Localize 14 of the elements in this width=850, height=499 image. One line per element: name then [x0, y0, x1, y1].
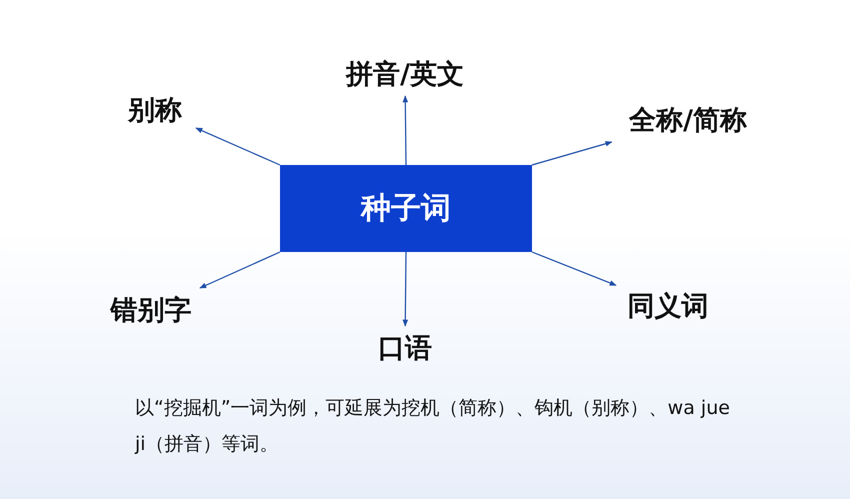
category-label: 错别字 [103, 292, 199, 328]
arrow [402, 252, 408, 327]
arrow [199, 251, 280, 289]
arrow [532, 251, 617, 286]
arrow [532, 141, 612, 166]
example-note: 以“挖掘机”一词为例，可延展为挖机（简称）、钩机（别称）、wa jue ji（拼音）等词。 [135, 396, 731, 457]
category-label: 口语 [370, 330, 440, 366]
arrow [402, 95, 408, 165]
category-label: 全称/简称 [615, 102, 761, 138]
category-label: 拼音/英文 [335, 56, 475, 92]
seed-word-box: 种子词 [280, 165, 532, 252]
category-label: 别称 [118, 92, 192, 128]
category-label: 同义词 [620, 288, 716, 324]
arrow [195, 128, 280, 166]
